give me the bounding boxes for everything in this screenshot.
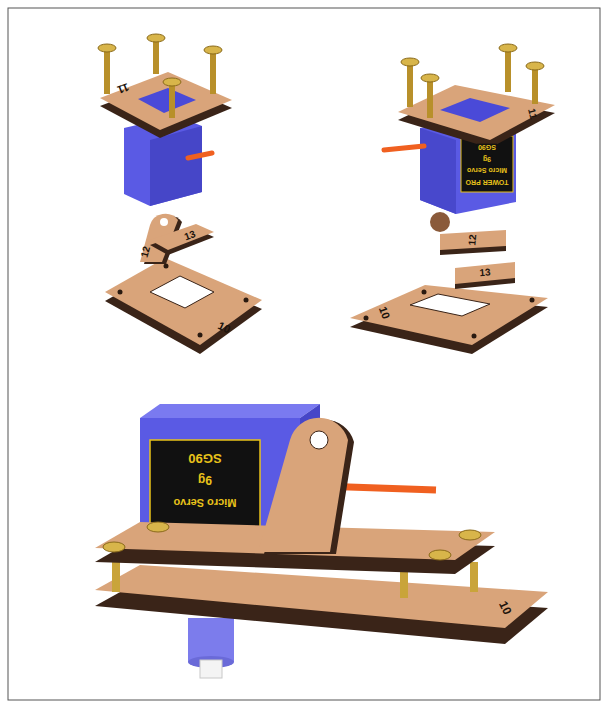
label-anchor: SG90 <box>477 143 497 150</box>
label-anchor: 11 <box>116 81 131 96</box>
screw-head <box>421 74 439 82</box>
screw-head <box>526 62 544 70</box>
label-anchor: Micro Servo <box>466 166 508 173</box>
servo-label-text: Micro Servo <box>173 496 238 508</box>
screw-shank <box>104 48 110 94</box>
label-anchor: 10 <box>496 599 513 616</box>
tab-piece <box>455 262 515 284</box>
label-anchor: 10 <box>216 320 232 336</box>
servo-side <box>420 128 456 214</box>
screw-head <box>163 78 181 86</box>
servo-side <box>150 126 202 206</box>
screw-shank <box>532 66 538 104</box>
assembled-view <box>95 404 548 678</box>
servo-label-text: 9g <box>197 474 213 487</box>
servo-horn <box>384 146 424 150</box>
base-plate <box>95 565 548 628</box>
arm-disc <box>430 212 450 232</box>
servo-label-text: SG90 <box>477 143 497 150</box>
plate-hole <box>440 98 510 122</box>
mount-hole <box>198 333 203 338</box>
servo-horn <box>188 153 212 158</box>
screw-shank <box>427 78 433 118</box>
servo-label-text: Micro Servo <box>466 166 508 173</box>
label-anchor: 13 <box>479 267 491 278</box>
servo-label-text: TOWER PRO <box>464 178 509 185</box>
mount-hole <box>530 298 535 303</box>
servo-label-text: 9g <box>482 155 492 162</box>
label-anchor: SG90 <box>187 451 222 465</box>
label-anchor: 12 <box>467 234 478 246</box>
mount-hole <box>422 290 427 295</box>
mount-hole <box>244 298 249 303</box>
servo-top <box>140 404 320 418</box>
screw-head <box>429 550 451 560</box>
exploded-view-right <box>350 44 555 354</box>
servo-shaft <box>200 660 222 678</box>
tab-piece <box>150 224 214 250</box>
screw-head <box>459 530 481 540</box>
mount-hole <box>472 334 477 339</box>
screw-head <box>499 44 517 52</box>
servo-label-plate <box>461 136 513 192</box>
standoff <box>112 560 120 592</box>
label-anchor: TOWER PRO <box>464 178 509 185</box>
arm-hole <box>160 218 168 226</box>
screw-shank <box>505 48 511 92</box>
screw-head <box>98 44 116 52</box>
part-number: 10 <box>496 599 513 616</box>
mount-hole <box>364 316 369 321</box>
plate-hole <box>150 276 214 308</box>
frame <box>8 8 600 700</box>
servo-label-text: SG90 <box>187 451 222 465</box>
plate-hole <box>410 294 490 316</box>
part-number: 13 <box>479 267 491 278</box>
screw-head <box>103 542 125 552</box>
label-anchor: 12 <box>139 245 152 258</box>
label-anchor: Micro Servo <box>173 496 238 508</box>
screw-shank <box>407 62 413 107</box>
part-number: 10 <box>376 305 391 320</box>
mount-hole <box>164 264 169 269</box>
part-number: 12 <box>467 234 478 246</box>
screw-head <box>401 58 419 66</box>
base-plate <box>350 285 548 345</box>
arm-bracket <box>258 418 348 552</box>
part-number: 10 <box>216 320 232 336</box>
part-number: 13 <box>183 229 197 243</box>
mount-hole <box>118 290 123 295</box>
plate-hole <box>138 88 196 113</box>
screw-shank <box>153 38 159 74</box>
screw-shank <box>169 82 175 118</box>
screw-head <box>147 522 169 532</box>
screw-head <box>147 34 165 42</box>
label-anchor: 13 <box>183 229 197 243</box>
top-plate <box>398 85 555 140</box>
base-plate <box>105 258 262 345</box>
screw-shank <box>210 50 216 94</box>
part-number: 12 <box>139 245 152 258</box>
label-anchor: 11 <box>526 108 539 121</box>
standoff <box>470 562 478 592</box>
label-anchor: 9g <box>197 474 213 487</box>
arm-hole <box>310 431 328 449</box>
part-number: 11 <box>116 81 131 96</box>
exploded-view-left <box>98 34 262 354</box>
screw-head <box>204 46 222 54</box>
arm-bracket <box>440 230 506 250</box>
part-number: 11 <box>526 108 539 121</box>
label-anchor: 10 <box>376 305 391 320</box>
label-anchor: 9g <box>482 155 492 162</box>
servo-gear-housing <box>188 618 234 662</box>
standoff <box>400 570 408 598</box>
